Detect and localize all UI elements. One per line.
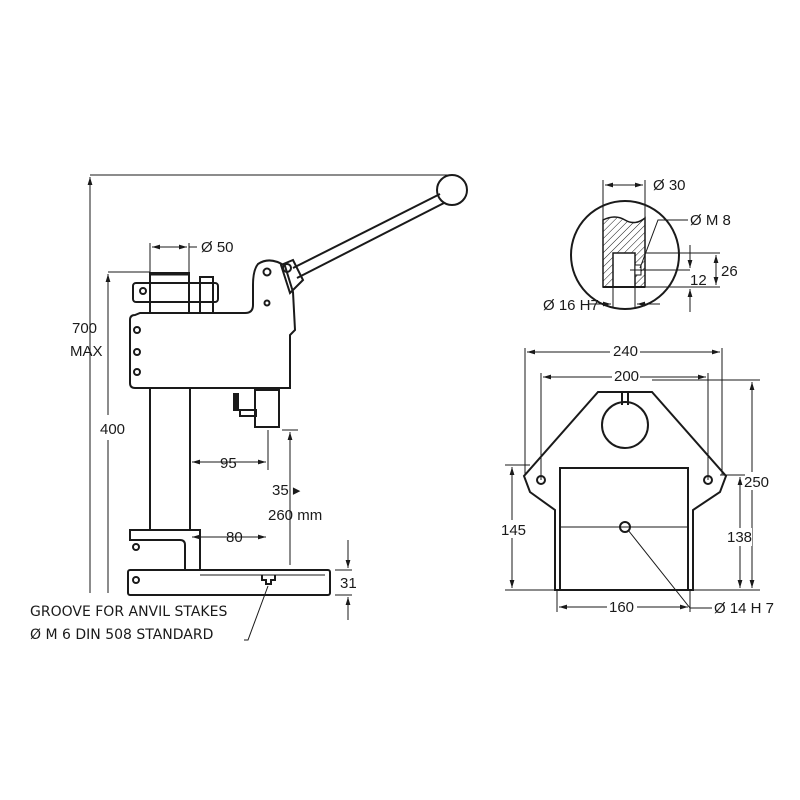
thread-label: Ø M 8	[690, 212, 731, 229]
dim-35-label: 35 ▸	[272, 482, 301, 499]
dim-95-label: 95	[220, 455, 237, 472]
detail-circle	[570, 200, 680, 310]
dim-400-label: 400	[100, 421, 125, 438]
base-outline	[522, 391, 728, 591]
clamp-bar	[132, 282, 219, 303]
dim-138-label: 138	[727, 529, 752, 546]
dim-12-label: 12	[690, 272, 707, 289]
dim-145-label: 145	[501, 522, 526, 539]
groove-leader	[244, 585, 269, 641]
column-bracket	[129, 529, 201, 571]
base-plate	[127, 569, 331, 596]
dim-240-label: 240	[613, 343, 638, 360]
column-bore	[601, 401, 649, 449]
dim-260-label: 260 mm	[268, 507, 322, 524]
dim-50-label: Ø 50	[201, 239, 234, 256]
press-head	[129, 259, 297, 389]
groove-note-2: Ø M 6 DIN 508 STANDARD	[30, 627, 213, 643]
dim-700-max-label: MAX	[70, 343, 103, 360]
column	[149, 387, 191, 531]
dim-26-label: 26	[721, 263, 738, 280]
dim-250-label: 250	[744, 474, 769, 491]
ram-tool	[254, 389, 280, 428]
dim-200-label: 200	[614, 368, 639, 385]
center-hole-label: Ø 14 H 7	[714, 600, 774, 617]
dim-80-label: 80	[226, 529, 243, 546]
dim-31-label: 31	[340, 575, 357, 592]
dim-16-label: Ø 16 H7	[543, 297, 599, 314]
dim-160-label: 160	[609, 599, 634, 616]
spring	[233, 393, 239, 411]
detail-view: Ø 30 Ø M 8 12 26 Ø 16 H7	[543, 177, 738, 314]
ram-cylinder	[149, 272, 190, 314]
dim-700-label: 700	[72, 320, 97, 337]
handle-ball	[436, 174, 468, 206]
groove-note-1: GROOVE FOR ANVIL STAKES	[30, 604, 227, 620]
work-table	[559, 467, 689, 591]
pivot-block	[279, 258, 305, 295]
center-hole-leader	[627, 529, 712, 609]
plan-view: 240 200 250 145 138 160 Ø 14 H 7	[500, 342, 774, 617]
side-view: 700 MAX Ø 50 400 95	[30, 174, 468, 643]
handle-bar	[292, 193, 441, 269]
groove	[261, 575, 276, 585]
dim-30-label: Ø 30	[653, 177, 686, 194]
